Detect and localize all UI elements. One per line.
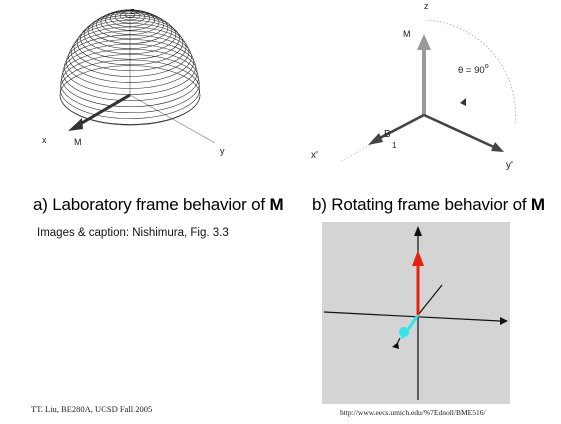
y-prime-axis-label: y' [506, 160, 513, 171]
b1-vector-animated [392, 314, 420, 349]
caption-rotating-frame: b) Rotating frame behavior of M [312, 195, 545, 214]
caption-lab-frame: a) Laboratory frame behavior of M [33, 195, 284, 214]
precession-rings [59, 9, 201, 125]
b1-vector [368, 113, 425, 145]
image-credit: Images & caption: Nishimura, Fig. 3.3 [37, 227, 229, 239]
footer-author: TT. Liu, BE280A, UCSD Fall 2005 [31, 404, 153, 414]
animation-diagram [322, 222, 510, 404]
lab-frame-figure: z x M y [30, 5, 280, 165]
magnetization-vector-rotating [417, 34, 431, 115]
b1-subscript: 1 [392, 141, 397, 150]
magnetization-vector-lab [68, 93, 131, 131]
animation-frame [322, 222, 510, 404]
z-axis-label: z [130, 6, 135, 16]
magnetization-vector-animated [412, 250, 424, 315]
z-axis-label: z [424, 1, 429, 11]
rotating-frame-diagram: z M θ = 90o B 1 x' y' [311, 1, 516, 171]
x-axis-label: x [42, 135, 47, 145]
depth-axis [417, 284, 443, 316]
horizontal-axis [323, 311, 508, 325]
rotating-frame-figure: z M θ = 90o B 1 x' y' [300, 0, 540, 175]
theta-label: θ = 90o [458, 63, 489, 76]
b1-label: B [384, 129, 391, 140]
m-vector-label: M [403, 29, 411, 39]
footer-url: http://www.eecs.umich.edu/%7Ednoll/BME51… [340, 408, 486, 417]
y-prime-axis [423, 113, 504, 152]
hemisphere-diagram: z x M y [42, 6, 225, 156]
y-axis-label: y [220, 146, 225, 156]
m-vector-label: M [74, 137, 82, 147]
x-prime-axis-label: x' [311, 150, 318, 161]
